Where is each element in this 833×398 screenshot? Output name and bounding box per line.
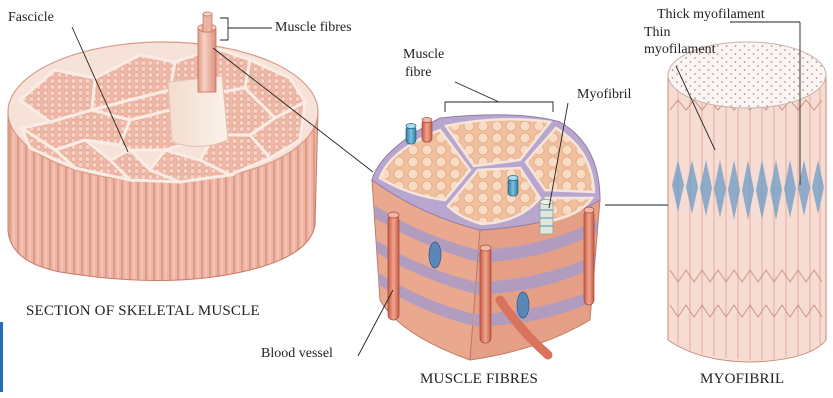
fascicle-label: Fascicle xyxy=(8,10,54,26)
muscle-fibre-label-line1: Muscle xyxy=(403,47,444,63)
thin-myofilament-label-line2: myofilament xyxy=(644,42,716,58)
muscle-fibre-label-line2: fibre xyxy=(405,65,431,81)
myofibril-body xyxy=(668,75,826,362)
thin-myofilament-label-line1: Thin xyxy=(644,25,670,41)
muscle-fibres-label: Muscle fibres xyxy=(275,20,352,36)
protruding-fascicle xyxy=(198,28,216,92)
caption-section: SECTION OF SKELETAL MUSCLE xyxy=(26,303,260,320)
skeletal-muscle-section xyxy=(8,12,318,281)
thick-myofilament-label: Thick myofilament xyxy=(657,7,765,23)
page-edge-bar xyxy=(0,322,3,392)
myofibril-cylinder xyxy=(668,42,826,362)
myofibril-label: Myofibril xyxy=(577,87,631,103)
caption-myofibril: MYOFIBRIL xyxy=(700,371,784,388)
muscle-fibres-block xyxy=(372,115,600,360)
blood-vessel-label: Blood vessel xyxy=(261,346,333,362)
caption-fibres: MUSCLE FIBRES xyxy=(420,371,538,388)
protruding-myofibril xyxy=(540,200,553,235)
